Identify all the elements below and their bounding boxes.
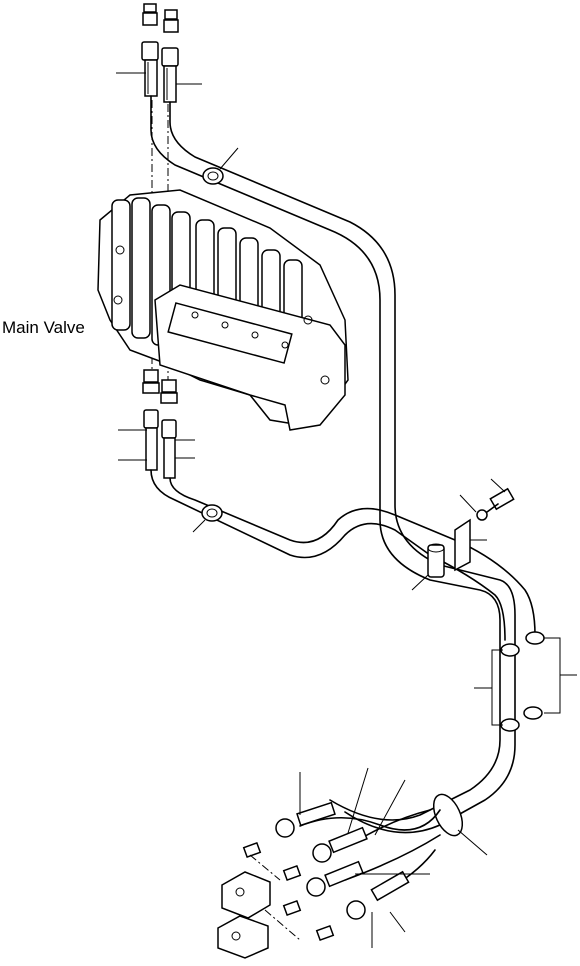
top-hose-fittings — [141, 3, 179, 103]
right-side-clamps — [474, 631, 577, 732]
upper-clamp — [202, 147, 239, 185]
main-valve-label: Main Valve — [2, 318, 85, 337]
lower-pipe-pair — [150, 469, 536, 641]
bottom-loop-clamp — [432, 793, 488, 856]
lower-leader-lines — [118, 429, 195, 461]
bottom-hoses — [275, 767, 441, 948]
lower-clamp — [192, 504, 223, 533]
top-leader-lines — [116, 72, 202, 85]
main-valve-block — [97, 189, 349, 431]
junction-blocks — [217, 841, 335, 959]
bracket-assembly — [411, 478, 515, 591]
lower-valve-fittings — [142, 369, 178, 479]
